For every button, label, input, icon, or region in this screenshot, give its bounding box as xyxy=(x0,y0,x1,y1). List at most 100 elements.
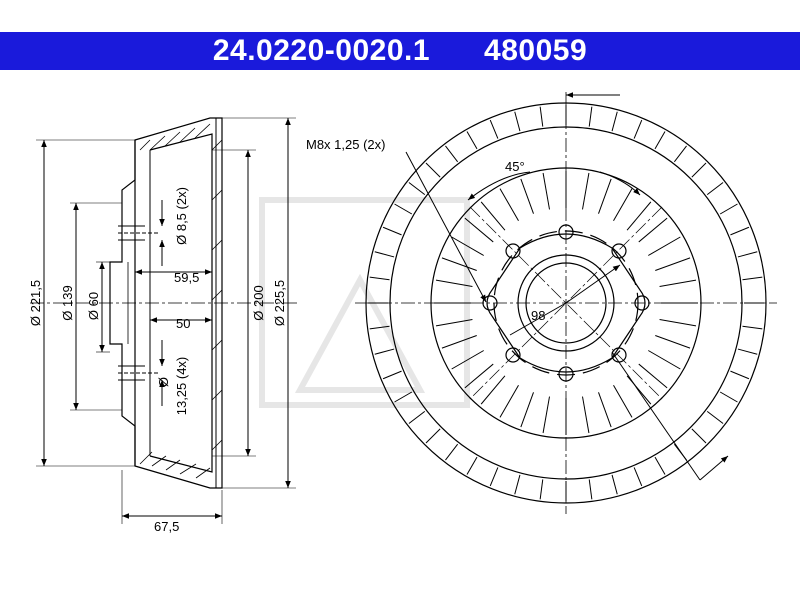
outer-fin xyxy=(654,131,666,150)
bolt-holes xyxy=(118,225,160,381)
drum-inner-profile xyxy=(149,133,213,473)
outer-fin xyxy=(408,410,426,424)
outer-fin xyxy=(369,276,390,281)
part-number: 24.0220-0020.1 xyxy=(212,34,431,67)
inner-rib xyxy=(480,201,506,231)
outer-fin xyxy=(382,226,402,236)
inner-rib xyxy=(626,375,652,405)
dim-length-50: 50 xyxy=(176,316,190,331)
inner-rib xyxy=(464,363,494,389)
outer-fin xyxy=(691,162,707,178)
inner-rib xyxy=(499,188,519,221)
outer-fin xyxy=(673,145,687,163)
dim-diameter-221-5: Ø 221,5 xyxy=(28,280,43,326)
front-annotation-lines xyxy=(405,92,729,481)
outer-fin xyxy=(633,119,643,139)
outer-fin xyxy=(514,111,521,132)
inner-rib xyxy=(598,178,612,214)
outer-fin xyxy=(466,131,478,150)
dim-diameter-139: Ø 139 xyxy=(60,285,75,320)
inner-rib xyxy=(542,396,550,434)
outer-fin xyxy=(730,226,750,236)
inner-rib xyxy=(542,172,550,210)
outer-fin xyxy=(654,456,666,475)
inner-rib xyxy=(598,392,612,428)
outer-fin xyxy=(408,182,426,196)
outer-fin xyxy=(730,370,750,380)
outer-fin xyxy=(539,106,544,127)
inner-rib xyxy=(464,217,494,243)
outer-fin xyxy=(445,145,459,163)
inner-rib xyxy=(451,350,484,370)
outer-fin xyxy=(611,111,618,132)
outer-fin xyxy=(374,251,395,258)
thread-label: M8x 1,25 (2x) xyxy=(306,137,385,152)
outer-fin xyxy=(514,474,521,495)
dim-diameter-225-5: Ø 225,5 xyxy=(272,280,287,326)
inner-rib xyxy=(441,335,477,349)
hub-outline xyxy=(486,233,646,373)
outer-fins xyxy=(368,105,764,501)
dim-length-59-5: 59,5 xyxy=(174,270,199,285)
inner-rib xyxy=(499,385,519,418)
inner-rib xyxy=(435,319,473,327)
outer-fin xyxy=(425,162,441,178)
outer-fin xyxy=(425,428,441,444)
outer-fin xyxy=(611,474,618,495)
outer-fin xyxy=(737,251,758,258)
outer-fin xyxy=(466,456,478,475)
outer-fin xyxy=(742,276,763,281)
inner-rib xyxy=(613,385,633,418)
front-view xyxy=(355,92,777,514)
inner-rib xyxy=(638,363,668,389)
cooling-fins xyxy=(149,118,217,488)
inner-rib xyxy=(441,257,477,271)
outer-fin xyxy=(691,428,707,444)
outer-fin xyxy=(706,182,724,196)
inner-rib xyxy=(582,172,590,210)
outer-fin xyxy=(394,391,413,403)
inner-rib xyxy=(648,236,681,256)
inner-rib xyxy=(582,396,590,434)
outer-fin xyxy=(382,370,402,380)
outer-fin xyxy=(445,443,459,461)
title-text: 24.0220-0020.1 480059 xyxy=(0,32,800,70)
dim-diameter-200: Ø 200 xyxy=(251,285,266,320)
outer-fin xyxy=(369,325,390,330)
side-dimension-labels: Ø 221,5 Ø 139 Ø 60 Ø 8,5 (2x) 59,5 50 Ø … xyxy=(28,187,287,534)
outer-fin xyxy=(706,410,724,424)
outer-fin xyxy=(719,391,738,403)
inner-rib xyxy=(451,236,484,256)
inner-rib xyxy=(659,319,697,327)
outer-fin xyxy=(374,348,395,355)
outer-fin xyxy=(719,203,738,215)
side-dimension-lines xyxy=(36,117,296,524)
outer-fin xyxy=(489,119,499,139)
inner-rib xyxy=(480,375,506,405)
outer-fin xyxy=(539,479,544,500)
outer-fin xyxy=(742,325,763,330)
pcd-label: 98 xyxy=(531,308,545,323)
inner-rib xyxy=(613,188,633,221)
inner-rib xyxy=(435,279,473,287)
wall-hatch xyxy=(139,123,223,479)
inner-rib xyxy=(520,392,534,428)
angle-label: 45° xyxy=(505,159,525,174)
front-dimension-labels: M8x 1,25 (2x) 45° 98 xyxy=(306,137,545,323)
inner-rib xyxy=(626,201,652,231)
dim-hole-13-25: 13,25 (4x) xyxy=(174,357,189,416)
inner-rib xyxy=(655,335,691,349)
reference-number: 480059 xyxy=(484,34,588,67)
outer-fin xyxy=(394,203,413,215)
inner-rib xyxy=(520,178,534,214)
outer-fin xyxy=(633,467,643,487)
dim-hole-8-5: Ø 8,5 (2x) xyxy=(174,187,189,245)
outer-fin xyxy=(588,479,593,500)
inner-rib xyxy=(659,279,697,287)
dim-width-67-5: 67,5 xyxy=(154,519,179,534)
outer-fin xyxy=(489,467,499,487)
outer-fin xyxy=(588,106,593,127)
outer-fin xyxy=(737,348,758,355)
title-bar: 24.0220-0020.1 480059 xyxy=(0,32,800,70)
